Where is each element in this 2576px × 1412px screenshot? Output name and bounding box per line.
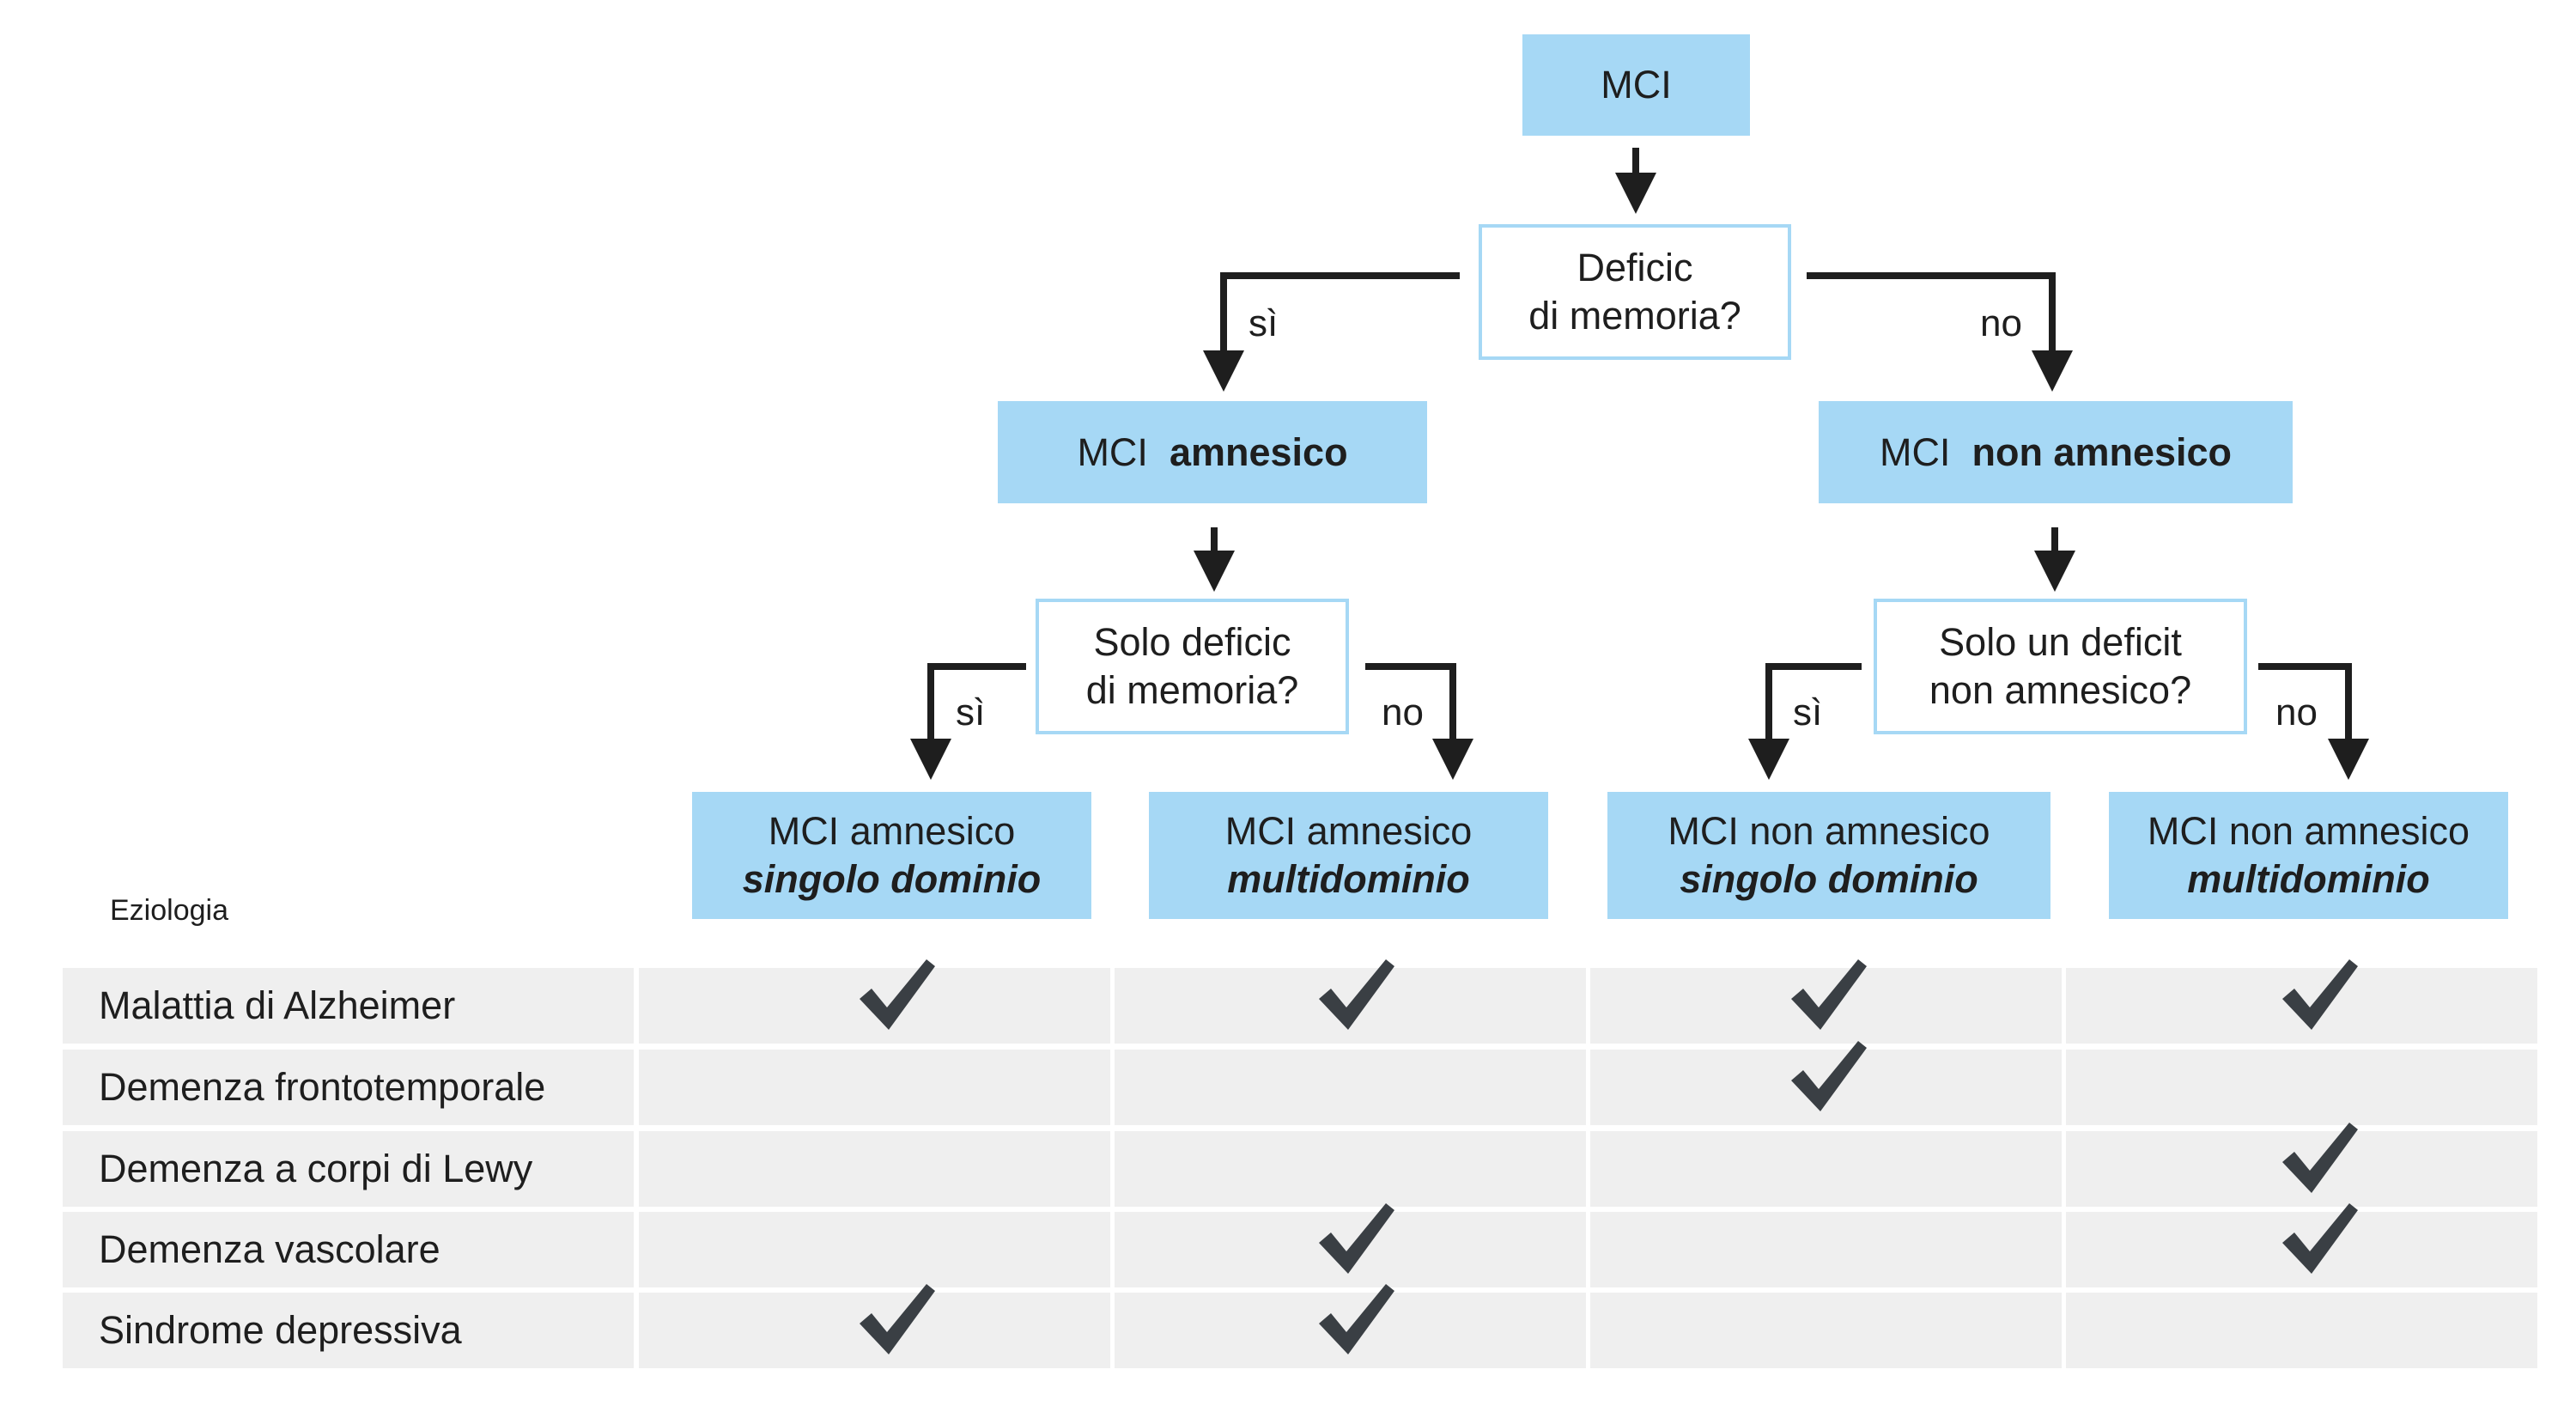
node-nonamnesic-bold: non amnesico [1971, 429, 2233, 474]
arrow-q3-no [2258, 663, 2369, 780]
node-mci-label: MCI [1601, 63, 1672, 107]
table-cell [639, 1131, 1110, 1207]
check-icon [1319, 1203, 1394, 1274]
check-icon [860, 1284, 935, 1354]
table-row-label: Sindrome depressiva [63, 1293, 634, 1368]
check-icon [1319, 1284, 1394, 1354]
label-q2-yes: sì [956, 691, 986, 733]
leaf0-line2: singolo dominio [742, 857, 1042, 901]
check-icon [860, 959, 935, 1030]
label-q3-no: no [2275, 691, 2318, 733]
node-amnesic-text: MCI amnesico [1077, 429, 1347, 477]
node-nonamnesic-prefix: MCI [1879, 429, 1961, 474]
check-icon [2282, 1203, 2358, 1274]
leaf3-line2: multidominio [2187, 857, 2430, 901]
label-q1-yes: sì [1249, 302, 1279, 344]
leaf1-line1: MCI amnesico [1224, 809, 1473, 853]
arrow-q1-yes [1203, 272, 1460, 392]
table-header-eziologia: Eziologia [110, 894, 228, 927]
node-question-solo-non-amnesico: Solo un deficit non amnesico? [1874, 599, 2247, 734]
q2-line2: di memoria? [1085, 668, 1299, 712]
arrow-q3-yes [1748, 663, 1862, 780]
table-cell [1590, 1293, 2062, 1368]
arrow-q2-no [1365, 663, 1473, 780]
check-icon [2282, 959, 2358, 1030]
arrow-q2-yes [910, 663, 1026, 780]
table-cell [639, 1212, 1110, 1287]
check-icon [2282, 1123, 2358, 1193]
table-row-label: Malattia di Alzheimer [63, 968, 634, 1044]
table-cell [1590, 1131, 2062, 1207]
table-row-label: Demenza a corpi di Lewy [63, 1131, 634, 1207]
node-question-memory: Deficic di memoria? [1479, 224, 1791, 360]
node-amnesic-prefix: MCI [1077, 429, 1159, 474]
q3-line1: Solo un deficit [1939, 620, 2182, 664]
leaf3-line1: MCI non amnesico [2147, 809, 2470, 853]
q2-line1: Solo deficic [1093, 620, 1291, 664]
node-mci-non-amnesico: MCI non amnesico [1819, 401, 2293, 503]
node-mci-amnesico: MCI amnesico [998, 401, 1427, 503]
q1-line2: di memoria? [1528, 294, 1741, 338]
node-question-solo-memoria: Solo deficic di memoria? [1036, 599, 1349, 734]
node-mci: MCI [1522, 34, 1750, 136]
check-icon [1791, 1041, 1867, 1111]
leaf-amnesico-singolo: MCI amnesico singolo dominio [692, 792, 1091, 919]
check-icon [1791, 959, 1867, 1030]
leaf2-line1: MCI non amnesico [1668, 809, 1990, 853]
arrow-q1-no [1807, 272, 2073, 392]
leaf-non-amnesico-multi: MCI non amnesico multidominio [2109, 792, 2508, 919]
table-cell [1115, 1050, 1586, 1125]
table-row-label: Demenza frontotemporale [63, 1050, 634, 1125]
q3-line2: non amnesico? [1929, 668, 2192, 712]
node-nonamnesic-text: MCI non amnesico [1880, 429, 2232, 477]
check-icon [1319, 959, 1394, 1030]
table-cell [2066, 1050, 2537, 1125]
label-q1-no: no [1980, 302, 2022, 344]
q1-line1: Deficic [1577, 246, 1693, 289]
label-q3-yes: sì [1793, 691, 1823, 733]
table-cell [639, 1050, 1110, 1125]
leaf1-line2: multidominio [1227, 857, 1470, 901]
leaf2-line2: singolo dominio [1680, 857, 1978, 901]
table-cell [2066, 1293, 2537, 1368]
table-cell [1590, 1212, 2062, 1287]
label-q2-no: no [1382, 691, 1424, 733]
leaf-non-amnesico-singolo: MCI non amnesico singolo dominio [1607, 792, 2050, 919]
leaf-amnesico-multi: MCI amnesico multidominio [1149, 792, 1548, 919]
node-amnesic-bold: amnesico [1169, 429, 1348, 474]
table-row-label: Demenza vascolare [63, 1212, 634, 1287]
leaf0-line1: MCI amnesico [768, 809, 1016, 853]
table-cell [1115, 1131, 1586, 1207]
